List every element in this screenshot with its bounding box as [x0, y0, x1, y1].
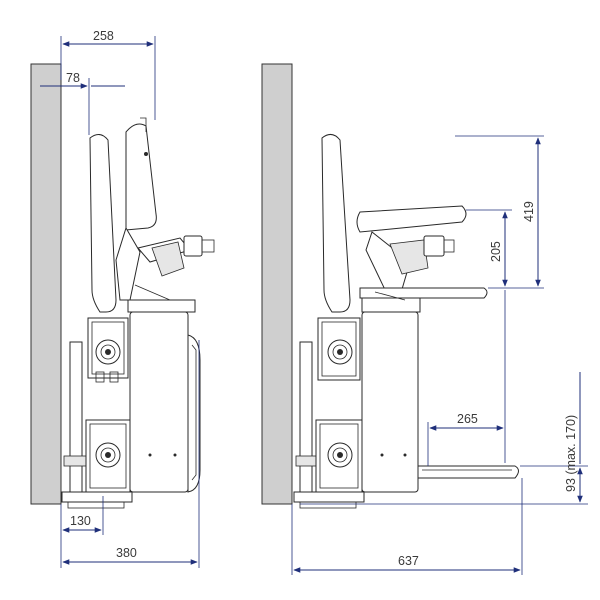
right-rail-column — [299, 341, 313, 493]
dim-label-seat-height: 419 — [522, 201, 536, 222]
right-view-unfolded — [261, 63, 519, 509]
left-rail-column — [69, 341, 83, 493]
right-armrest-mechanism — [389, 239, 429, 275]
right-dimension-lines — [291, 135, 588, 575]
right-wall — [261, 63, 293, 505]
right-footrest — [417, 465, 519, 479]
dim-label-top-width: 258 — [93, 29, 114, 43]
left-folded-seat — [125, 123, 157, 231]
dim-label-footrest-depth: 265 — [457, 412, 478, 426]
left-main-body — [129, 311, 189, 493]
dim-label-footrest-height: 93 (max. 170) — [564, 415, 578, 492]
dim-label-armrest-height: 205 — [489, 241, 503, 262]
dim-label-left-total-width: 380 — [116, 546, 137, 560]
right-seat — [356, 205, 467, 233]
right-backrest — [321, 134, 351, 313]
left-lower-carriage — [85, 419, 131, 493]
right-main-body — [361, 311, 419, 493]
left-backrest — [89, 134, 117, 313]
left-wall — [30, 63, 62, 505]
dim-label-right-total-width: 637 — [398, 554, 419, 568]
left-dimension-lines — [40, 36, 200, 568]
dim-label-base-offset: 130 — [70, 514, 91, 528]
dim-label-backrest-offset: 78 — [66, 71, 80, 85]
left-view-folded — [30, 63, 215, 509]
